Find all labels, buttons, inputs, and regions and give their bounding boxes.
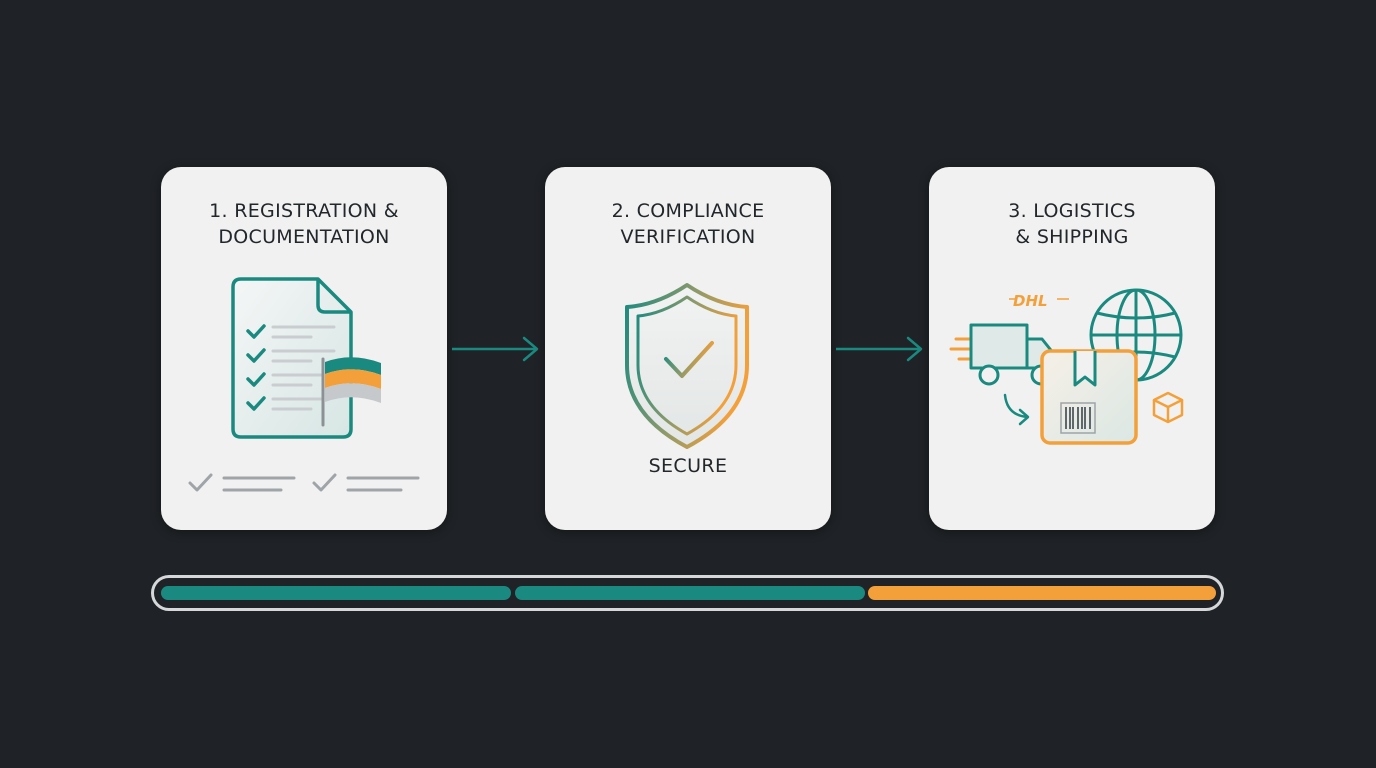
progress-segment-compliance: [515, 586, 865, 600]
step-title: 1. REGISTRATION & DOCUMENTATION: [161, 198, 447, 250]
step-title-line: & SHIPPING: [1015, 226, 1129, 248]
shield-check-icon: [625, 283, 749, 449]
step-title-line: 3. LOGISTICS: [1008, 200, 1136, 222]
checkmark-icon: [664, 341, 714, 378]
progress-bar: [151, 575, 1224, 611]
curved-arrow-icon: [1003, 393, 1030, 426]
step-card-registration: 1. REGISTRATION & DOCUMENTATION: [161, 167, 447, 530]
logistics-shipping-icon: DHL: [949, 288, 1184, 445]
arrow-right-icon: [836, 336, 923, 362]
checklist-document-icon: [188, 277, 420, 492]
step-title-line: VERIFICATION: [620, 226, 756, 248]
arrow-right-icon: [452, 336, 539, 362]
carrier-logo: DHL: [1013, 292, 1048, 310]
step-title: 2. COMPLIANCE VERIFICATION: [545, 198, 831, 250]
step-card-compliance: 2. COMPLIANCE VERIFICATION SECURE: [545, 167, 831, 530]
flag-icon: [321, 357, 381, 427]
progress-segment-logistics: [868, 586, 1216, 600]
step-title: 3. LOGISTICS & SHIPPING: [929, 198, 1215, 250]
package-icon: [1040, 349, 1138, 445]
delivery-truck-icon: [969, 323, 1056, 386]
step-card-logistics: 3. LOGISTICS & SHIPPING DHL: [929, 167, 1215, 530]
progress-segment-registration: [161, 586, 511, 600]
small-box-icon: [1152, 391, 1184, 424]
secure-label: SECURE: [648, 455, 728, 477]
step-title-line: 2. COMPLIANCE: [611, 200, 765, 222]
step-title-line: DOCUMENTATION: [218, 226, 390, 248]
step-title-line: 1. REGISTRATION &: [209, 200, 399, 222]
